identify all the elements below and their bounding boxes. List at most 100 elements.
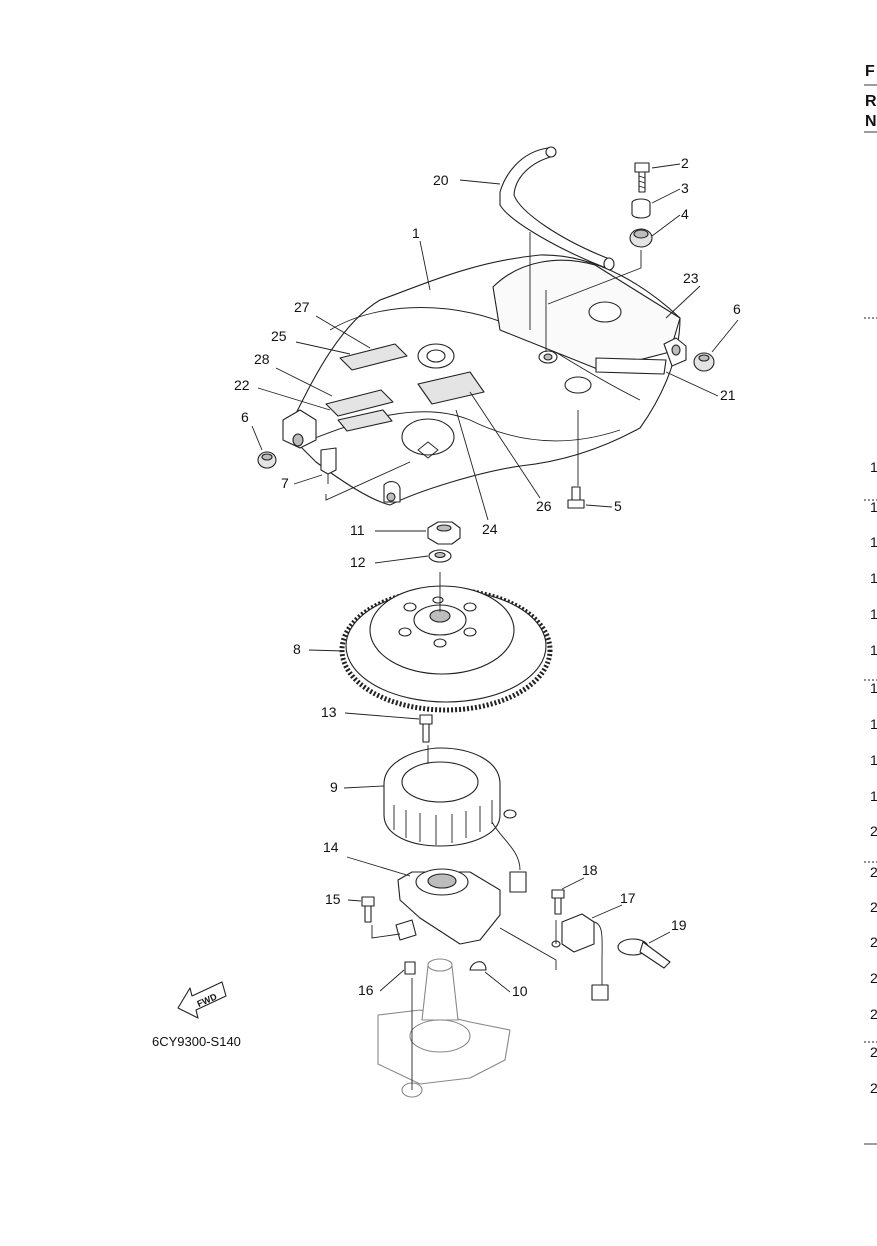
leader-line — [651, 214, 681, 237]
edge-ref-number: 1 — [870, 606, 877, 622]
edge-ref-number: 2 — [870, 864, 877, 880]
callout-labels: 1234566789101112131415161718192021222324… — [234, 155, 741, 999]
callout-number: 11 — [350, 522, 365, 538]
leader-line — [665, 285, 701, 319]
leader-line — [344, 712, 420, 720]
edge-header-letter: F — [865, 63, 875, 80]
callout-number: 27 — [294, 299, 310, 315]
part-screw — [567, 486, 585, 509]
leader-line — [711, 319, 739, 353]
leader-line — [343, 785, 385, 789]
leader-line — [315, 315, 371, 349]
leader-line — [275, 367, 333, 397]
part-hose — [499, 146, 615, 271]
edge-ref-number: 1 — [870, 570, 877, 586]
part-flywheel — [339, 585, 553, 713]
leader-line — [665, 371, 719, 397]
leader-line — [251, 425, 263, 451]
edge-ref-number: 1 — [870, 459, 877, 475]
leader-line — [651, 188, 681, 204]
edge-ref-number: 2 — [870, 1080, 877, 1096]
edge-ref-number: 1 — [870, 752, 877, 768]
leader-line — [374, 555, 429, 564]
part-flywheel-cover — [282, 254, 687, 506]
part-washer — [428, 549, 452, 563]
leader-line — [257, 387, 331, 411]
part-cable-tie — [617, 938, 671, 969]
leader-line — [455, 409, 489, 521]
callout-number: 26 — [536, 498, 552, 514]
part-grommet-right — [693, 352, 715, 372]
callout-number: 17 — [620, 890, 636, 906]
part-nut — [427, 521, 461, 545]
leader-line — [651, 163, 681, 169]
callout-number: 9 — [330, 779, 338, 795]
callout-number: 7 — [281, 475, 289, 491]
part-bracket-bolt — [361, 896, 375, 923]
callout-number: 19 — [671, 917, 687, 933]
callout-number: 28 — [254, 351, 270, 367]
edge-ref-number: 1 — [870, 642, 877, 658]
part-bolt-top — [634, 162, 650, 193]
edge-ref-number: 1 — [870, 499, 877, 515]
callout-number: 4 — [681, 206, 689, 222]
edge-ref-number: 2 — [870, 1044, 877, 1060]
callout-number: 10 — [512, 983, 528, 999]
leader-line — [419, 240, 431, 291]
edge-ref-number: 2 — [870, 1006, 877, 1022]
part-coil-bolt — [551, 889, 565, 915]
edge-ref-number: 2 — [870, 970, 877, 986]
callout-number: 6 — [733, 301, 741, 317]
explode-axis-line — [547, 250, 642, 305]
figure-code: 6CY9300-S140 — [152, 1034, 241, 1049]
leader-line — [293, 474, 323, 485]
leader-line — [561, 877, 585, 890]
edge-ref-number: 1 — [870, 716, 877, 732]
callout-number: 24 — [482, 521, 498, 537]
part-woodruff-key — [469, 961, 487, 971]
leader-line — [295, 341, 351, 355]
explode-axis-line — [371, 925, 401, 939]
edge-ref-number: 2 — [870, 934, 877, 950]
explode-axis-line — [499, 927, 557, 970]
leader-line — [648, 931, 671, 944]
part-clip — [320, 447, 337, 484]
edge-ref-number: 1 — [870, 534, 877, 550]
callout-number: 8 — [293, 641, 301, 657]
explode-axis-line — [325, 461, 411, 501]
edge-ref-number: 2 — [870, 899, 877, 915]
callout-number: 18 — [582, 862, 598, 878]
callout-number: 12 — [350, 554, 366, 570]
part-stator — [383, 747, 527, 893]
callout-number: 21 — [720, 387, 736, 403]
part-stator-bolt — [419, 714, 433, 743]
edge-ref-number: 1 — [870, 680, 877, 696]
callout-number: 5 — [614, 498, 622, 514]
callout-number: 13 — [321, 704, 337, 720]
callout-number: 2 — [681, 155, 689, 171]
callout-number: 6 — [241, 409, 249, 425]
edge-header-letter: R — [865, 93, 877, 110]
leader-line — [591, 904, 623, 919]
callout-number: 23 — [683, 270, 699, 286]
edge-ref-number: 2 — [870, 823, 877, 839]
leader-lines — [251, 163, 739, 1090]
part-pulser-coil — [551, 913, 609, 1001]
part-grommet-left — [257, 451, 277, 469]
callout-number: 1 — [412, 225, 420, 241]
leader-line — [469, 391, 541, 499]
leader-line — [346, 856, 411, 877]
part-grommet-top — [629, 228, 653, 248]
callout-number: 22 — [234, 377, 250, 393]
callout-number: 3 — [681, 180, 689, 196]
callout-number: 15 — [325, 891, 341, 907]
leader-line — [585, 504, 613, 508]
part-collar — [631, 198, 651, 219]
part-base-bracket — [395, 868, 501, 945]
callout-number: 20 — [433, 172, 449, 188]
callout-number: 16 — [358, 982, 374, 998]
fwd-arrow: FWD — [177, 981, 227, 1019]
